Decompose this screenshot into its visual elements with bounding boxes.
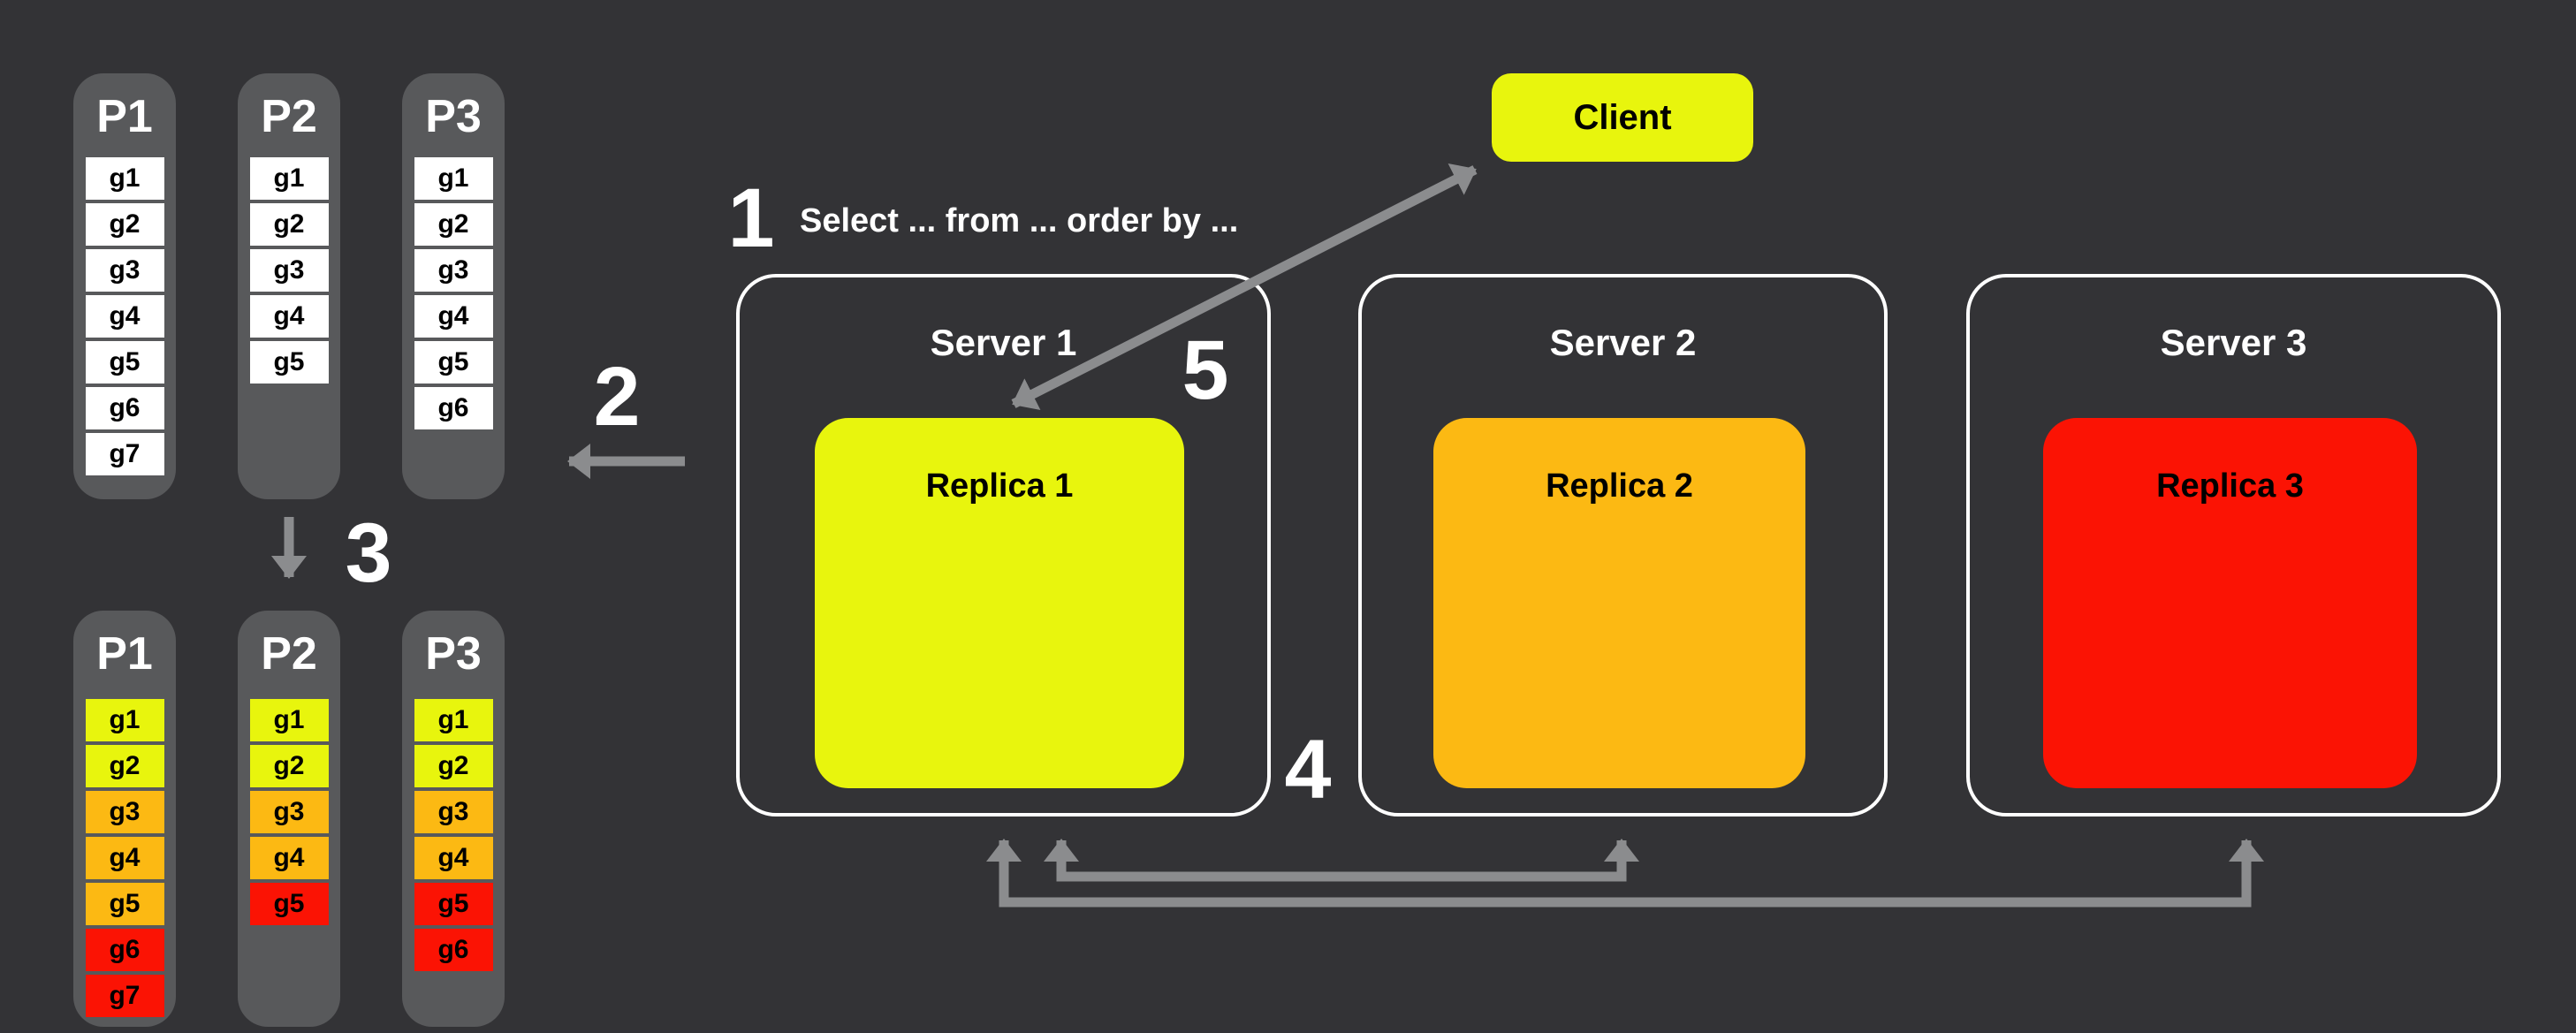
group-row: g3 [85,791,164,833]
group-row: g2 [85,745,164,787]
group-row: g6 [414,929,493,971]
group-row: g6 [414,387,493,429]
partition-rows: g1 g2 g3 g4 g5 [238,699,340,929]
group-row: g6 [85,387,164,429]
group-row: g3 [85,249,164,292]
partition-column-before-p3: P3 g1 g2 g3 g4 g5 g6 [402,73,505,499]
server-box-3: Server 3 Replica 3 [1966,274,2501,817]
group-row: g2 [414,745,493,787]
step-number-5: 5 [1182,323,1229,417]
group-row: g5 [85,883,164,925]
group-row: g7 [85,975,164,1017]
group-row: g6 [85,929,164,971]
group-row: g4 [85,837,164,879]
step-number-3: 3 [345,506,392,600]
partition-column-after-p3: P3 g1 g2 g3 g4 g5 g6 [402,611,505,1027]
partition-title: P1 [96,628,153,680]
partition-title: P3 [425,91,482,142]
replica-box-3: Replica 3 [2043,418,2417,788]
group-row: g1 [249,157,329,200]
group-row: g2 [414,203,493,246]
group-row: g1 [85,699,164,741]
partition-title: P2 [261,628,317,680]
step-number-2: 2 [593,350,641,444]
group-row: g2 [85,203,164,246]
partition-rows: g1 g2 g3 g4 g5 g6 [402,157,505,433]
group-row: g4 [414,837,493,879]
step-number-1: 1 [727,171,775,265]
group-row: g5 [414,883,493,925]
replication-bracket-server2 [1044,839,1639,882]
group-row: g3 [249,249,329,292]
group-row: g5 [85,341,164,384]
partition-column-before-p2: P2 g1 g2 g3 g4 g5 [238,73,340,499]
group-row: g3 [414,791,493,833]
replication-bracket-server3 [986,839,2264,908]
group-row: g4 [249,295,329,338]
partition-column-after-p2: P2 g1 g2 g3 g4 g5 [238,611,340,1027]
group-row: g2 [249,745,329,787]
group-row: g5 [249,883,329,925]
partition-rows: g1 g2 g3 g4 g5 [238,157,340,387]
partition-column-after-p1: P1 g1 g2 g3 g4 g5 g6 g7 [73,611,176,1027]
group-row: g1 [249,699,329,741]
server-title: Server 2 [1549,322,1697,363]
partition-title: P3 [425,628,482,680]
group-row: g1 [414,157,493,200]
server-title: Server 3 [2160,322,2307,363]
group-row: g2 [249,203,329,246]
partition-rows: g1 g2 g3 g4 g5 g6 g7 [73,157,176,479]
group-row: g4 [85,295,164,338]
group-row: g1 [85,157,164,200]
group-row: g5 [414,341,493,384]
replica-box-2: Replica 2 [1433,418,1805,788]
partition-column-before-p1: P1 g1 g2 g3 g4 g5 g6 g7 [73,73,176,499]
group-row: g3 [249,791,329,833]
server-box-1: Server 1 Replica 1 [736,274,1271,817]
step-number-4: 4 [1284,723,1332,817]
server-box-2: Server 2 Replica 2 [1358,274,1888,817]
group-row: g5 [249,341,329,384]
partition-rows: g1 g2 g3 g4 g5 g6 g7 [73,699,176,1021]
partition-rows: g1 g2 g3 g4 g5 g6 [402,699,505,975]
group-row: g7 [85,433,164,475]
group-row: g1 [414,699,493,741]
group-row: g3 [414,249,493,292]
client-box: Client [1492,73,1753,162]
group-row: g4 [414,295,493,338]
query-text: Select ... from ... order by ... [800,202,1239,239]
partition-title: P2 [261,91,317,142]
group-row: g4 [249,837,329,879]
replica-box-1: Replica 1 [815,418,1184,788]
partition-title: P1 [96,91,153,142]
